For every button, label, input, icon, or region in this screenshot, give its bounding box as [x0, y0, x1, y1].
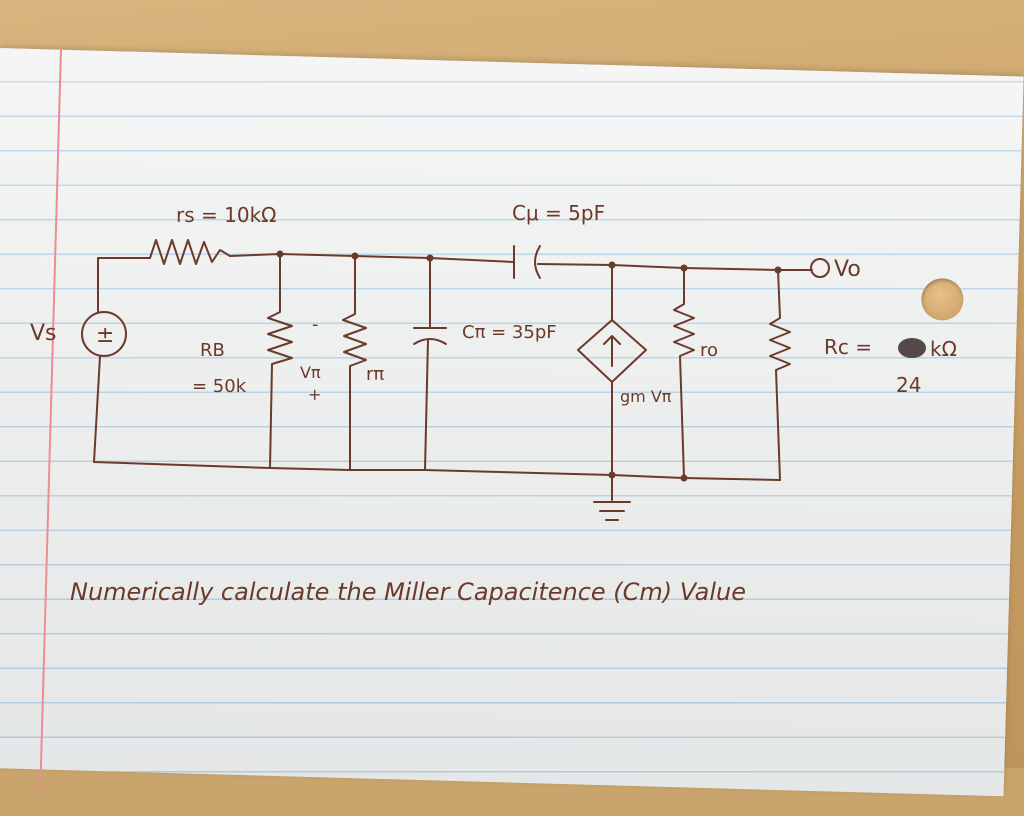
rc-label: Rc = [824, 335, 872, 359]
resistor-ro [673, 267, 695, 479]
vpi-label: Vπ [300, 363, 321, 382]
rb-value: = 50k [192, 376, 247, 397]
wire-top-mid [229, 253, 514, 263]
question-text: Numerically calculate the Miller Capacit… [70, 578, 746, 606]
resistor-rc [769, 269, 791, 481]
ground-icon [593, 501, 631, 521]
rc-unit: kΩ [930, 337, 957, 361]
source-polarity: ± [96, 323, 114, 348]
resistor-rb [267, 253, 293, 469]
vo-label: Vo [834, 257, 861, 282]
resistor-rs [149, 239, 231, 265]
output-terminal [810, 258, 830, 278]
vpi-plus: + [308, 385, 321, 404]
vpi-minus: - [312, 314, 319, 335]
rs-label: rs = 10kΩ [176, 203, 276, 227]
wire-bottom [93, 461, 781, 481]
rc-value: 24 [896, 373, 921, 397]
cpi-label: Cπ = 35pF [462, 322, 557, 343]
rpi-label: rπ [366, 364, 384, 385]
wire-top-right [537, 263, 813, 271]
voltage-source-vs [81, 311, 127, 357]
wire-source-bottom [93, 355, 101, 463]
resistor-rpi [342, 255, 367, 471]
capacitor-cmu-plate-right [534, 245, 541, 279]
ro-label: ro [700, 340, 718, 361]
scribble-blot [898, 338, 926, 358]
cmu-label: Cμ = 5pF [512, 201, 605, 225]
junction-dots [276, 250, 782, 482]
circuit-diagram: rs = 10kΩ Cμ = 5pF Vs ± RB = 50k - Vπ + … [30, 201, 957, 606]
vs-label: Vs [30, 321, 57, 346]
capacitor-cpi-plate-bottom [413, 338, 447, 345]
capacitor-cpi-wire-bottom [424, 339, 429, 471]
rb-label: RB [200, 340, 225, 361]
arrow-up-icon [603, 335, 621, 367]
gm-label: gm Vπ [620, 387, 672, 406]
